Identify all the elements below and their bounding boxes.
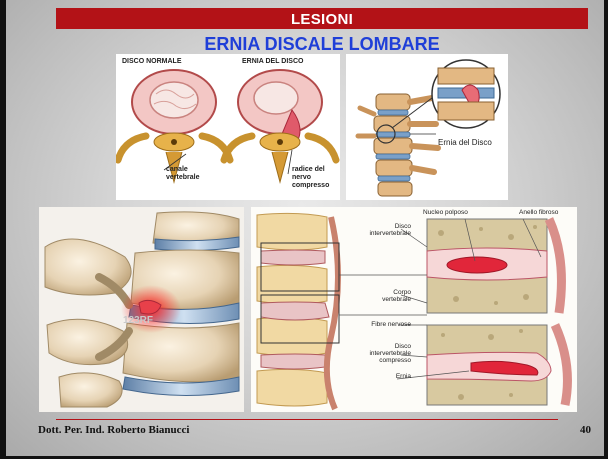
label-disco-line1: Disco xyxy=(363,223,411,230)
label-disco-normale: DISCO NORMALE xyxy=(122,58,182,65)
label-corpo-line1: Corpo xyxy=(363,289,411,296)
label-radice-line3: compresso xyxy=(292,182,329,190)
label-canale-line2: vertebrale xyxy=(166,174,199,182)
label-ernia: Ernia xyxy=(371,373,411,380)
spine-drawing xyxy=(346,54,508,200)
label-nucleo-polposo: Nucleo polposo xyxy=(423,209,468,216)
label-radice-line1: radice del xyxy=(292,166,329,174)
footer-author: Dott. Per. Ind. Roberto Bianucci xyxy=(38,424,189,436)
label-compresso-line3: compresso xyxy=(355,357,411,364)
label-corpo-line2: vertebrale xyxy=(363,296,411,303)
label-disco-intervertebrale: Disco intervertebrale xyxy=(363,223,411,237)
main-title: ERNIA DISCALE LOMBARE xyxy=(56,34,588,55)
herniation-closeup-illustration: 123RF xyxy=(39,207,244,412)
spine-magnified-illustration: Ernia del Disco xyxy=(346,54,508,200)
label-compresso-line2: intervertebrale xyxy=(355,350,411,357)
section-title: LESIONI xyxy=(56,11,588,28)
label-ernia-disco: ERNIA DEL DISCO xyxy=(242,58,303,65)
label-fibre-nervose: Fibre nervose xyxy=(355,321,411,328)
label-disco-compresso: Disco intervertebrale compresso xyxy=(355,343,411,364)
label-ernia-del-disco: Ernia del Disco xyxy=(438,138,492,147)
label-radice-line2: nervo xyxy=(292,174,329,182)
label-canale-vertebrale: canale vertebrale xyxy=(166,166,199,182)
disc-comparison-illustration: DISCO NORMALE ERNIA DEL DISCO canale ver… xyxy=(116,54,340,200)
closeup-drawing xyxy=(39,207,244,412)
label-radice-nervo: radice del nervo compresso xyxy=(292,166,329,190)
disc-anatomy-diagram: Nucleo polposo Anello fibroso Disco inte… xyxy=(251,207,577,412)
watermark-123rf: 123RF xyxy=(123,315,153,326)
anatomy-diagram-drawing xyxy=(251,207,577,412)
label-corpo-vertebrale: Corpo vertebrale xyxy=(363,289,411,303)
label-compresso-line1: Disco xyxy=(355,343,411,350)
label-canale-line1: canale xyxy=(166,166,199,174)
label-disco-line2: intervertebrale xyxy=(363,230,411,237)
footer-divider xyxy=(56,419,558,420)
page-number: 40 xyxy=(580,424,591,436)
label-anello-fibroso: Anello fibroso xyxy=(519,209,558,216)
